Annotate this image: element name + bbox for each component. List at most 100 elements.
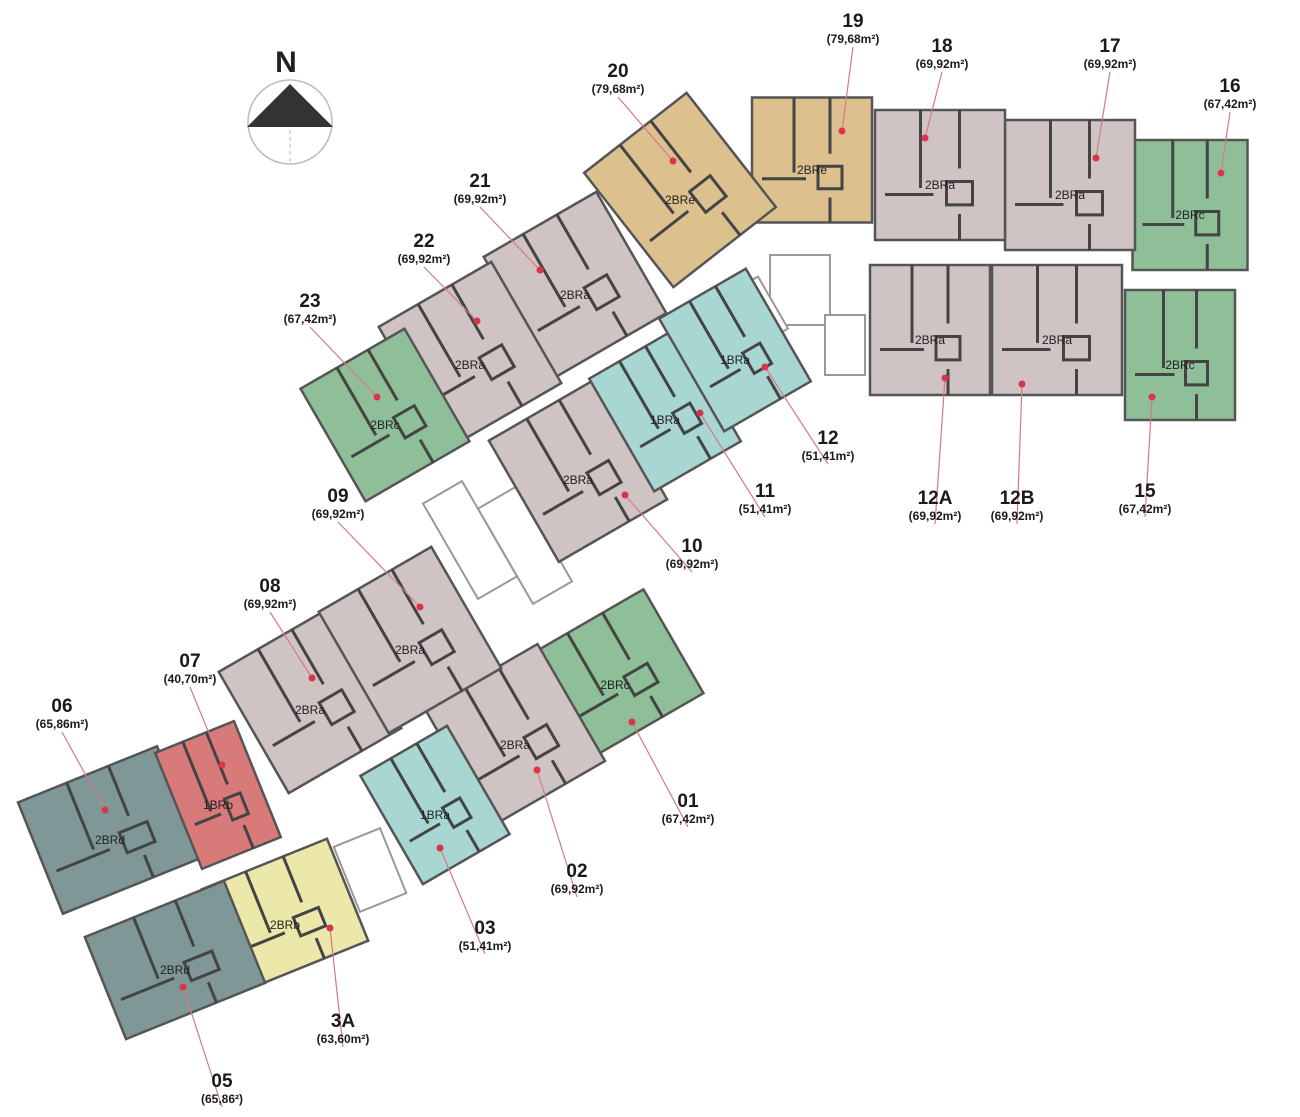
stair-core (332, 826, 408, 914)
north-label: N (275, 46, 297, 79)
unit-area: (69,92m²) (454, 192, 507, 206)
unit-type: 2BRc (370, 418, 399, 432)
unit-marker-icon (1092, 154, 1100, 162)
unit-area: (79,68m²) (827, 32, 880, 46)
unit-type: 1BRb (203, 798, 233, 812)
unit-type: 2BRe (665, 193, 695, 207)
interior-walls (181, 731, 255, 849)
interior-walls (463, 666, 567, 785)
unit-12b[interactable]: 2BRa 12B(69,92m²) (991, 263, 1124, 525)
leader-line (309, 326, 378, 398)
unit-marker-icon (533, 766, 541, 774)
leader-line (329, 927, 344, 1048)
unit-23[interactable]: 2BRc 23(67,42m²) (284, 291, 472, 503)
unit-type: 2BRa (395, 643, 425, 657)
leader-line (699, 412, 766, 518)
interior-walls (335, 348, 435, 464)
unit-outline (83, 879, 267, 1041)
leader-line (1095, 71, 1111, 159)
unit-number: 23 (299, 291, 320, 312)
unit-marker-icon (1018, 380, 1026, 388)
unit-marker-icon (218, 761, 226, 769)
unit-outline (298, 327, 472, 503)
interior-walls (762, 97, 844, 223)
leader-line (631, 721, 689, 828)
unit-outline (868, 263, 992, 397)
interior-walls (120, 900, 222, 1004)
compass-circle (247, 79, 333, 165)
unit-number: 12A (918, 488, 953, 509)
unit-type: 2BRd (95, 833, 125, 847)
unit-number: 01 (677, 791, 699, 812)
unit-area: (69,92m²) (244, 597, 297, 611)
leader-line (182, 986, 223, 1108)
interior-walls (1015, 120, 1104, 250)
compass: N (247, 46, 333, 165)
unit-outline (1123, 288, 1237, 422)
unit-number: 22 (413, 231, 434, 252)
unit-type: 2BRa (560, 288, 590, 302)
unit-area: (69,92m²) (551, 882, 604, 896)
stair-core (769, 254, 831, 326)
leader-line (1144, 396, 1153, 518)
unit-marker-icon (696, 409, 704, 417)
leader-line (764, 366, 829, 465)
unit-area: (69,92m²) (991, 509, 1044, 523)
unit-number: 18 (931, 36, 952, 57)
unit-outline (873, 108, 1007, 242)
unit-type: 2BRa (1042, 333, 1072, 347)
unit-area: (67,42m²) (284, 312, 337, 326)
unit-area: (79,68m²) (592, 82, 645, 96)
unit-marker-icon (373, 393, 381, 401)
interior-walls (237, 855, 328, 959)
unit-number: 06 (51, 696, 72, 717)
unit-number: 12B (1000, 488, 1035, 509)
interior-walls (55, 765, 158, 878)
unit-area: (67,42m²) (1119, 502, 1172, 516)
unit-outline (153, 719, 283, 871)
leader-line (337, 521, 421, 608)
unit-number: 17 (1099, 36, 1120, 57)
unit-type: 2BRc (1175, 208, 1204, 222)
unit-marker-icon (1217, 169, 1225, 177)
north-arrow-icon (247, 84, 333, 127)
unit-marker-icon (536, 266, 544, 274)
leader-line (423, 266, 478, 322)
unit-outline (317, 545, 503, 735)
unit-type: 2BRa (500, 738, 530, 752)
unit-type: 1BRa (420, 808, 450, 822)
unit-number: 03 (474, 918, 495, 939)
leader-line (934, 377, 946, 525)
unit-outline (1003, 118, 1137, 252)
leader-line (189, 686, 223, 766)
interior-walls (256, 628, 364, 752)
unit-type: 2BRa (563, 473, 593, 487)
interior-walls (618, 345, 712, 460)
interior-walls (389, 742, 481, 853)
leader-line (617, 96, 674, 162)
unit-area: (65,86²) (201, 1092, 243, 1106)
leader-line (1220, 111, 1231, 174)
leader-line (841, 46, 854, 132)
unit-area: (69,92m²) (312, 507, 365, 521)
unit-number: 08 (259, 576, 280, 597)
interior-walls (618, 119, 742, 243)
leader-line (536, 769, 578, 898)
unit-type: 2BRb (270, 918, 300, 932)
leader-line (479, 206, 541, 271)
unit-type: 2BRa (915, 333, 945, 347)
